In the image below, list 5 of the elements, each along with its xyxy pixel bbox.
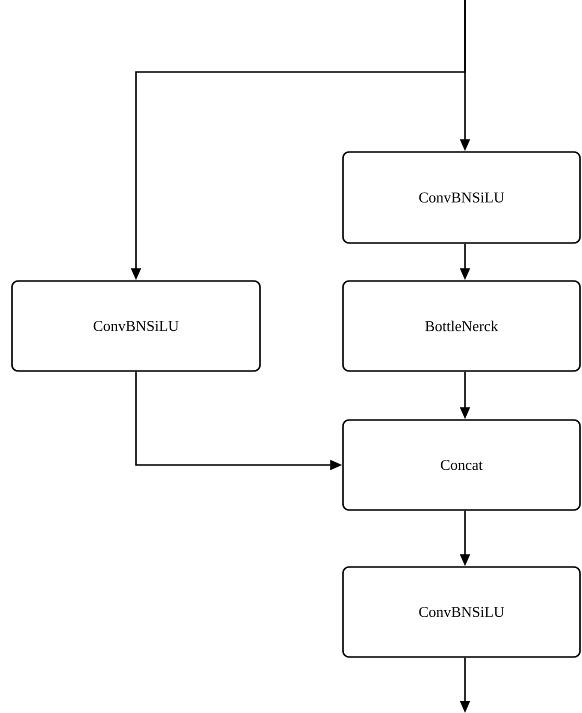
process-box: ConvBNSiLU: [342, 151, 581, 244]
process-box: ConvBNSiLU: [342, 566, 581, 658]
process-box: Concat: [342, 419, 581, 511]
process-box: BottleNerck: [342, 280, 581, 372]
process-box: ConvBNSiLU: [11, 280, 261, 372]
